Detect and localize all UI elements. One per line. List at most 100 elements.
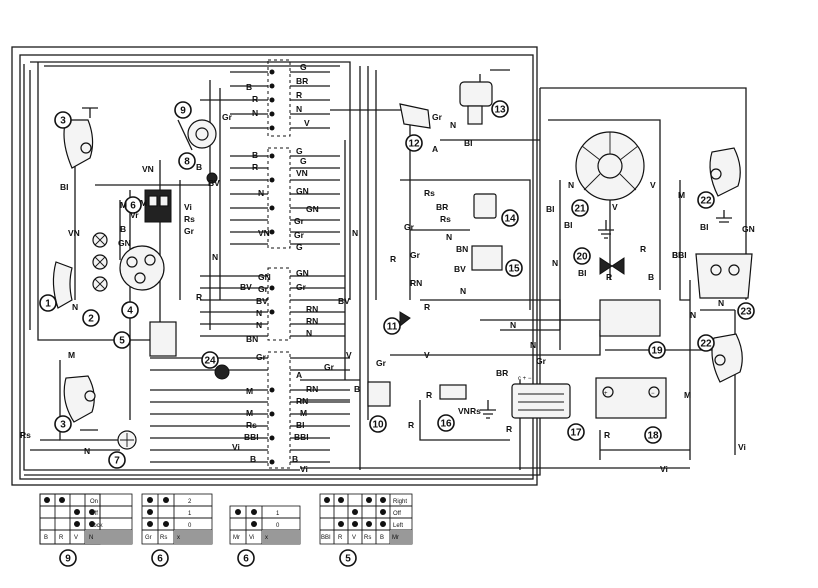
svg-text:R: R xyxy=(426,390,432,400)
tail-light: 23 xyxy=(695,253,755,320)
svg-text:V: V xyxy=(74,535,78,541)
svg-text:N: N xyxy=(252,108,258,118)
svg-text:BN: BN xyxy=(456,244,468,254)
switch-table-6a: 2 1 0 Gr Rs x 6 xyxy=(141,493,213,567)
svg-text:Rs: Rs xyxy=(20,430,31,440)
svg-text:RN: RN xyxy=(296,396,308,406)
svg-text:N: N xyxy=(690,310,696,320)
svg-text:VN: VN xyxy=(296,168,308,178)
svg-text:24: 24 xyxy=(204,356,216,367)
regulator: 15 xyxy=(471,245,523,277)
svg-text:BV: BV xyxy=(240,282,252,292)
svg-text:M: M xyxy=(246,386,253,396)
neutral-switch: 24 xyxy=(201,351,230,380)
svg-text:2: 2 xyxy=(88,314,94,325)
svg-text:N: N xyxy=(568,180,574,190)
central-connector-block-top xyxy=(230,59,330,137)
svg-text:Vi: Vi xyxy=(738,442,746,452)
svg-text:B: B xyxy=(196,162,202,172)
svg-text:G: G xyxy=(296,242,303,252)
svg-text:N: N xyxy=(212,252,218,262)
svg-text:N: N xyxy=(552,258,558,268)
wiring-runs xyxy=(30,80,740,469)
svg-text:A: A xyxy=(432,144,438,154)
svg-text:N: N xyxy=(450,120,456,130)
svg-text:9: 9 xyxy=(180,106,186,117)
svg-text:BR: BR xyxy=(496,368,508,378)
svg-text:Right: Right xyxy=(393,499,407,505)
svg-text:+: + xyxy=(604,391,608,397)
svg-text:N: N xyxy=(510,320,516,330)
svg-text:BR: BR xyxy=(436,202,448,212)
svg-text:N: N xyxy=(296,104,302,114)
svg-text:R: R xyxy=(338,535,343,541)
svg-text:Gr: Gr xyxy=(145,535,152,541)
svg-text:Off: Off xyxy=(393,511,401,517)
svg-text:N: N xyxy=(446,232,452,242)
diode-block: 16 xyxy=(437,384,467,432)
svg-text:RN: RN xyxy=(306,316,318,326)
starter-motor: 13 xyxy=(459,69,510,125)
front-left-indicator: 3 xyxy=(54,107,98,169)
svg-text:21: 21 xyxy=(574,204,586,215)
svg-text:B: B xyxy=(380,535,384,541)
svg-text:BV: BV xyxy=(208,178,220,188)
thermistor: 11 xyxy=(383,311,411,335)
voltage-regulator: c + − 17 xyxy=(511,376,585,441)
svg-text:2: 2 xyxy=(188,499,192,505)
switch-table-6b: 1 0 Mr Vi x 6 xyxy=(229,505,301,567)
svg-text:GN: GN xyxy=(742,224,755,234)
svg-text:B: B xyxy=(246,82,252,92)
svg-text:VN: VN xyxy=(458,406,470,416)
central-connector-block-bottom xyxy=(150,351,350,469)
svg-text:BV: BV xyxy=(338,296,350,306)
svg-text:5: 5 xyxy=(119,336,125,347)
svg-text:N: N xyxy=(460,286,466,296)
central-connector-block-mid xyxy=(230,147,340,249)
wire-labels: G BR B R R N N V Gr B G G R VN B BV N GN… xyxy=(20,62,755,474)
svg-text:Vr: Vr xyxy=(130,210,139,220)
svg-text:Left: Left xyxy=(393,523,403,529)
svg-text:GN: GN xyxy=(296,186,309,196)
svg-text:N: N xyxy=(306,328,312,338)
svg-text:RN: RN xyxy=(306,384,318,394)
svg-text:BV: BV xyxy=(256,296,268,306)
svg-text:G: G xyxy=(300,156,307,166)
svg-text:R: R xyxy=(424,302,430,312)
rear-right-indicator: 22 xyxy=(697,333,743,383)
svg-text:Gr: Gr xyxy=(294,230,305,240)
svg-text:R: R xyxy=(296,90,302,100)
svg-text:4: 4 xyxy=(127,306,133,317)
svg-text:R: R xyxy=(606,272,612,282)
svg-text:BI: BI xyxy=(700,222,709,232)
svg-text:Off: Off xyxy=(90,511,98,517)
svg-text:Rs: Rs xyxy=(160,535,167,541)
svg-text:0: 0 xyxy=(188,523,192,529)
svg-text:N: N xyxy=(718,298,724,308)
svg-text:GN: GN xyxy=(118,238,131,248)
svg-text:Gr: Gr xyxy=(184,226,195,236)
svg-text:Lock: Lock xyxy=(90,523,104,529)
svg-text:BR: BR xyxy=(296,76,308,86)
svg-text:GN: GN xyxy=(258,272,271,282)
svg-text:B: B xyxy=(252,150,258,160)
svg-text:x: x xyxy=(177,535,180,541)
svg-text:22: 22 xyxy=(700,339,712,350)
headlamp: 1 xyxy=(39,261,73,312)
svg-text:15: 15 xyxy=(508,264,520,275)
svg-text:5: 5 xyxy=(345,554,351,565)
svg-text:BBI: BBI xyxy=(244,432,259,442)
svg-text:10: 10 xyxy=(372,420,384,431)
svg-text:V: V xyxy=(650,180,656,190)
fuse: 20 xyxy=(573,247,625,275)
svg-text:Mr: Mr xyxy=(392,535,399,541)
svg-text:Mr: Mr xyxy=(233,535,240,541)
svg-text:1: 1 xyxy=(188,511,192,517)
svg-text:VN: VN xyxy=(68,228,80,238)
svg-text:G: G xyxy=(296,146,303,156)
svg-text:Gr: Gr xyxy=(296,282,307,292)
svg-text:B: B xyxy=(648,272,654,282)
svg-text:Gr: Gr xyxy=(404,222,415,232)
svg-text:BI: BI xyxy=(564,220,573,230)
front-right-indicator: 22 xyxy=(697,147,741,209)
